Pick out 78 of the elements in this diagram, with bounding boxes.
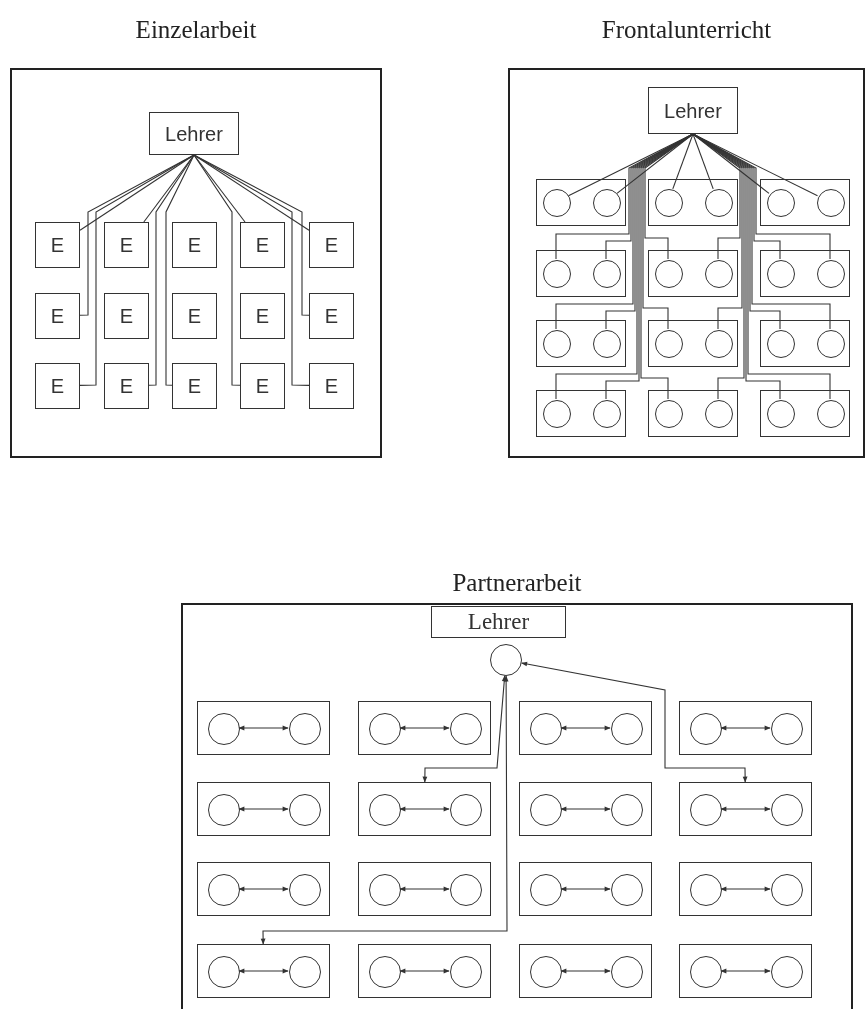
connection-line	[148, 154, 195, 386]
desk	[197, 944, 330, 998]
student-box: E	[172, 293, 217, 339]
student-box: E	[240, 363, 285, 409]
connection-line	[193, 154, 310, 386]
student-box: E	[35, 293, 80, 339]
desk	[648, 390, 738, 437]
desk	[519, 862, 652, 916]
arrow	[560, 725, 611, 731]
arrow	[560, 968, 611, 974]
student-box: E	[309, 363, 354, 409]
arrow	[560, 886, 611, 892]
student-box: E	[309, 293, 354, 339]
arrow	[399, 886, 450, 892]
desk	[760, 250, 850, 297]
desk	[358, 701, 491, 755]
arrow	[238, 968, 289, 974]
panel-title: Frontalunterricht	[601, 16, 772, 44]
student-box: E	[240, 222, 285, 268]
arrow	[238, 725, 289, 731]
desk	[679, 862, 812, 916]
desk	[760, 320, 850, 367]
student-box: E	[104, 363, 149, 409]
desk	[536, 320, 626, 367]
desk	[536, 390, 626, 437]
panel-title: Einzelarbeit	[135, 16, 257, 44]
connection-line	[567, 133, 694, 197]
student-box: E	[172, 363, 217, 409]
desk	[358, 782, 491, 836]
arrow	[521, 661, 748, 783]
desk	[648, 179, 738, 226]
desk	[519, 701, 652, 755]
arrow	[720, 725, 771, 731]
connection-line	[79, 154, 195, 386]
teacher-label: Lehrer	[431, 606, 566, 638]
desk	[536, 179, 626, 226]
desk	[760, 390, 850, 437]
arrow	[238, 886, 289, 892]
arrow	[560, 806, 611, 812]
teacher-label: Lehrer	[149, 112, 239, 155]
connection-line	[193, 154, 246, 223]
desk	[648, 250, 738, 297]
desk	[197, 862, 330, 916]
arrow	[399, 968, 450, 974]
student-box: E	[35, 363, 80, 409]
connection-line	[165, 154, 195, 386]
desk	[197, 701, 330, 755]
teacher-label: Lehrer	[648, 87, 738, 134]
panel-title: Partnerarbeit	[452, 569, 582, 597]
arrow	[399, 725, 450, 731]
desk	[679, 782, 812, 836]
arrow	[399, 806, 450, 812]
desk	[679, 701, 812, 755]
arrow	[422, 675, 507, 783]
student-box: E	[309, 222, 354, 268]
student-box: E	[240, 293, 285, 339]
connection-line	[672, 133, 694, 190]
arrow	[260, 675, 509, 945]
arrow	[720, 968, 771, 974]
desk	[358, 944, 491, 998]
desk	[519, 944, 652, 998]
desk	[519, 782, 652, 836]
arrow	[720, 886, 771, 892]
desk	[679, 944, 812, 998]
student-box: E	[172, 222, 217, 268]
desk	[358, 862, 491, 916]
connection-line	[193, 154, 241, 386]
student-box: E	[104, 222, 149, 268]
connection-line	[143, 154, 195, 223]
desk	[197, 782, 330, 836]
desk	[760, 179, 850, 226]
student-box: E	[104, 293, 149, 339]
desk	[536, 250, 626, 297]
student-box: E	[35, 222, 80, 268]
connection-line	[692, 133, 714, 190]
desk	[648, 320, 738, 367]
arrow	[720, 806, 771, 812]
arrow	[238, 806, 289, 812]
